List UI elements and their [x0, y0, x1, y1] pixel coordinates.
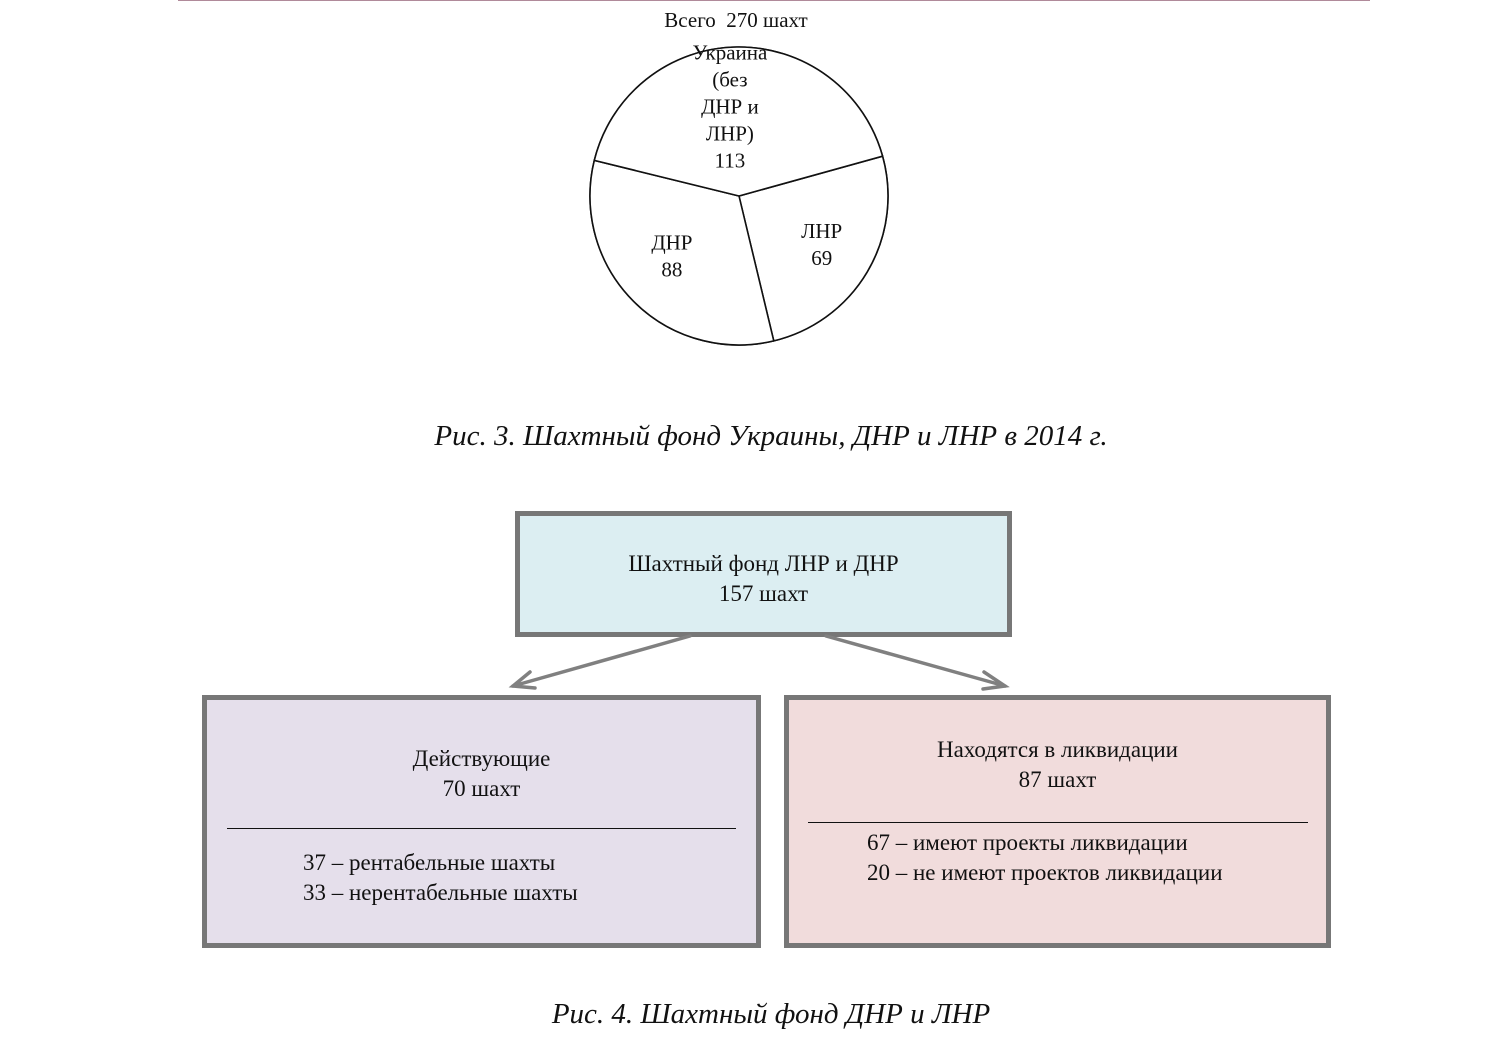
arrow-to-operating	[508, 634, 692, 690]
pie-slices	[589, 46, 889, 346]
list-item: 37 – рентабельные шахты	[303, 850, 556, 875]
mine-fund-total-header: Шахтный фонд ЛНР и ДНР 157 шахт	[520, 549, 1007, 609]
liquidation-mines-list: 67 – имеют проекты ликвидации 20 – не им…	[867, 828, 1223, 888]
pie-chart: Всего 270 шахт ЛНР 69 ДНР 88 Украина (безДНР …	[589, 8, 889, 346]
list-item: 67 – имеют проекты ликвидации	[867, 830, 1188, 855]
arrow-to-liquidation	[824, 634, 1010, 691]
liquidation-mines-title: Находятся в ликвидации	[936, 737, 1178, 762]
pie-slice-label: ЛНР)	[706, 122, 754, 146]
pie-slice-label: 88	[661, 258, 682, 282]
mine-fund-total-title: Шахтный фонд ЛНР и ДНР	[628, 551, 899, 576]
liquidation-mines-box: Находятся в ликвидации 87 шахт 67 – имею…	[784, 695, 1331, 948]
pie-slice	[593, 46, 884, 197]
liquidation-mines-divider	[808, 822, 1308, 823]
liquidation-mines-count: 87 шахт	[1018, 767, 1097, 792]
figure-4-caption: Рис. 4. Шахтный фонд ДНР и ЛНР	[551, 998, 991, 1030]
pie-slice	[738, 155, 889, 342]
pie-slice	[589, 159, 775, 346]
operating-mines-header: Действующие 70 шахт	[207, 744, 756, 804]
figure-3-caption: Рис. 3. Шахтный фонд Украины, ДНР и ЛНР …	[434, 420, 1108, 452]
operating-mines-divider	[227, 828, 736, 829]
operating-mines-box: Действующие 70 шахт 37 – рентабельные ша…	[202, 695, 761, 948]
pie-slice-label: 113	[715, 149, 746, 173]
pie-slice-label: (без	[712, 68, 747, 92]
top-rule	[178, 0, 1370, 1]
operating-mines-list: 37 – рентабельные шахты 33 – нерентабель…	[303, 848, 578, 908]
pie-slice-label: 69	[811, 246, 832, 270]
operating-mines-title: Действующие	[412, 746, 551, 771]
pie-slice-label: Украина	[692, 41, 768, 65]
list-item: 33 – нерентабельные шахты	[303, 880, 578, 905]
list-item: 20 – не имеют проектов ликвидации	[867, 860, 1223, 885]
pie-slice-label: ДНР	[651, 231, 692, 255]
pie-slice-label: ДНР и	[701, 95, 759, 119]
operating-mines-count: 70 шахт	[442, 776, 521, 801]
mine-fund-total-count: 157 шахт	[718, 581, 809, 606]
pie-slice-label: ЛНР	[801, 219, 842, 243]
mine-fund-total-box: Шахтный фонд ЛНР и ДНР 157 шахт	[515, 511, 1012, 637]
liquidation-mines-header: Находятся в ликвидации 87 шахт	[789, 735, 1326, 795]
pie-title: Всего 270 шахт	[664, 8, 807, 32]
